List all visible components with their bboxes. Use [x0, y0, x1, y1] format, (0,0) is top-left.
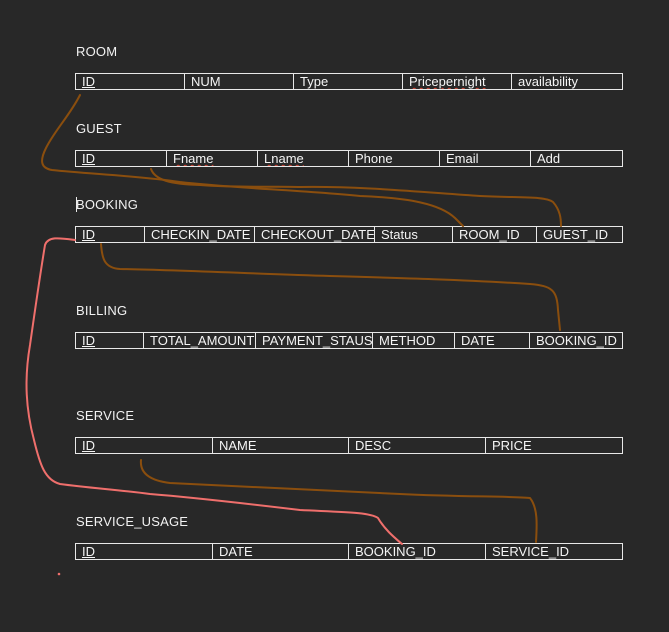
booking-col-room-id[interactable]: ROOM_ID: [452, 226, 537, 243]
room-col-num[interactable]: NUM: [184, 73, 294, 90]
billing-col-total-amount[interactable]: TOTAL_AMOUNT: [143, 332, 256, 349]
stray-pen-dot: [57, 572, 61, 576]
booking-col-guest-id[interactable]: GUEST_ID: [536, 226, 623, 243]
billing-col-id[interactable]: ID: [75, 332, 144, 349]
booking-col-id[interactable]: ID: [75, 226, 145, 243]
billing-col-booking-id[interactable]: BOOKING_ID: [529, 332, 623, 349]
room-table: ID NUM Type Pricepernight availability: [75, 73, 623, 90]
link-service-id-to-usage-service-id: [139, 459, 538, 543]
booking-col-checkout-date[interactable]: CHECKOUT_DATE: [254, 226, 375, 243]
service-usage-table-title: SERVICE_USAGE: [76, 514, 189, 529]
billing-col-date[interactable]: DATE: [454, 332, 530, 349]
service-usage-col-id[interactable]: ID: [75, 543, 213, 560]
guest-col-fname[interactable]: Fname: [166, 150, 258, 167]
billing-table: ID TOTAL_AMOUNT PAYMENT_STAUS METHOD DAT…: [75, 332, 623, 349]
service-col-price[interactable]: PRICE: [485, 437, 623, 454]
booking-table-title: BOOKING: [76, 197, 139, 212]
service-usage-table: ID DATE BOOKING_ID SERVICE_ID: [75, 543, 623, 560]
link-booking-id-to-usage-booking-id: [25, 237, 403, 545]
room-col-pricepernight[interactable]: Pricepernight: [402, 73, 512, 90]
room-col-id[interactable]: ID: [75, 73, 185, 90]
guest-table-title: GUEST: [76, 121, 122, 136]
room-table-title: ROOM: [76, 44, 118, 59]
billing-table-title: BILLING: [76, 303, 128, 318]
guest-table: ID Fname Lname Phone Email Add: [75, 150, 623, 167]
guest-col-id[interactable]: ID: [75, 150, 167, 167]
service-col-id[interactable]: ID: [75, 437, 213, 454]
guest-col-phone[interactable]: Phone: [348, 150, 440, 167]
booking-col-status[interactable]: Status: [374, 226, 453, 243]
service-col-name[interactable]: NAME: [212, 437, 349, 454]
link-guest-id-to-booking-guest-id: [150, 168, 562, 227]
service-usage-col-booking-id[interactable]: BOOKING_ID: [348, 543, 486, 560]
billing-col-payment-staus[interactable]: PAYMENT_STAUS: [255, 332, 373, 349]
service-table-title: SERVICE: [76, 408, 135, 423]
guest-col-add[interactable]: Add: [530, 150, 623, 167]
service-usage-col-date[interactable]: DATE: [212, 543, 349, 560]
service-usage-col-service-id[interactable]: SERVICE_ID: [485, 543, 623, 560]
booking-col-checkin-date[interactable]: CHECKIN_DATE: [144, 226, 255, 243]
guest-col-email[interactable]: Email: [439, 150, 531, 167]
link-booking-id-to-billing-booking-id: [100, 243, 561, 331]
booking-table: ID CHECKIN_DATE CHECKOUT_DATE Status ROO…: [75, 226, 623, 243]
room-col-availability[interactable]: availability: [511, 73, 623, 90]
service-col-desc[interactable]: DESC: [348, 437, 486, 454]
guest-col-lname[interactable]: Lname: [257, 150, 349, 167]
service-table: ID NAME DESC PRICE: [75, 437, 623, 454]
room-col-type[interactable]: Type: [293, 73, 403, 90]
billing-col-method[interactable]: METHOD: [372, 332, 455, 349]
